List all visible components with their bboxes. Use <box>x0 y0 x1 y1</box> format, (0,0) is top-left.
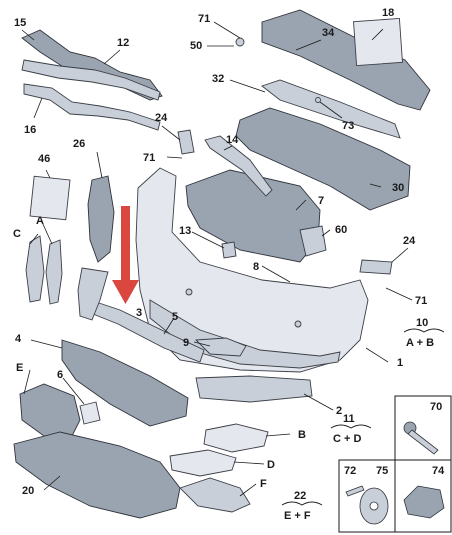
label-74: 74 <box>432 465 445 477</box>
label-F: F <box>260 478 267 490</box>
label-1: 1 <box>397 357 403 369</box>
label-71-left: 71 <box>143 152 155 164</box>
label-14: 14 <box>226 134 239 146</box>
crossmember-parts <box>235 9 431 211</box>
label-8: 8 <box>253 261 259 273</box>
label-24-top: 24 <box>155 112 168 124</box>
label-2: 2 <box>336 405 342 417</box>
lower-trim-parts <box>169 129 393 477</box>
leader-lines <box>21 21 413 497</box>
label-12: 12 <box>117 37 129 49</box>
label-60: 60 <box>335 224 347 236</box>
label-D: D <box>267 459 275 471</box>
label-11: 11 <box>343 413 355 425</box>
label-7: 7 <box>318 195 324 207</box>
label-9: 9 <box>183 337 189 349</box>
label-32: 32 <box>212 73 224 85</box>
undertray-parts <box>13 383 251 519</box>
label-C: C <box>13 228 21 240</box>
red-pointer-arrow <box>112 206 139 304</box>
label-30: 30 <box>392 182 404 194</box>
label-18: 18 <box>382 7 394 19</box>
part-labels: 15 12 16 71 50 34 18 32 73 30 24 71 14 2… <box>13 7 445 522</box>
label-26: 26 <box>73 138 85 150</box>
label-50: 50 <box>190 40 202 52</box>
label-70: 70 <box>430 401 442 413</box>
label-3: 3 <box>136 307 142 319</box>
lower-grille-parts <box>61 267 247 427</box>
label-46: 46 <box>38 153 50 165</box>
label-4: 4 <box>15 333 22 345</box>
label-6: 6 <box>57 369 63 381</box>
label-16: 16 <box>24 124 36 136</box>
label-10: 10 <box>416 317 428 329</box>
label-72: 72 <box>344 465 356 477</box>
label-E: E <box>16 362 23 374</box>
label-20: 20 <box>22 485 34 497</box>
label-71-right: 71 <box>415 295 427 307</box>
label-34: 34 <box>322 27 335 39</box>
label-5: 5 <box>172 311 178 323</box>
label-A: A <box>36 215 44 227</box>
label-22: 22 <box>294 490 306 502</box>
label-B: B <box>298 429 306 441</box>
kit-11-contents: C + D <box>333 433 361 445</box>
left-side-parts <box>25 175 115 305</box>
label-13: 13 <box>179 225 191 237</box>
upper-grille-parts <box>21 29 163 131</box>
label-73: 73 <box>342 120 354 132</box>
label-71-top: 71 <box>198 13 210 25</box>
kit-22-contents: E + F <box>284 510 311 522</box>
label-15: 15 <box>14 17 26 29</box>
fastener-boxes <box>338 395 452 533</box>
label-75: 75 <box>376 465 388 477</box>
label-24-right: 24 <box>403 235 416 247</box>
kit-braces <box>281 328 445 506</box>
kit-10-contents: A + B <box>406 337 434 349</box>
